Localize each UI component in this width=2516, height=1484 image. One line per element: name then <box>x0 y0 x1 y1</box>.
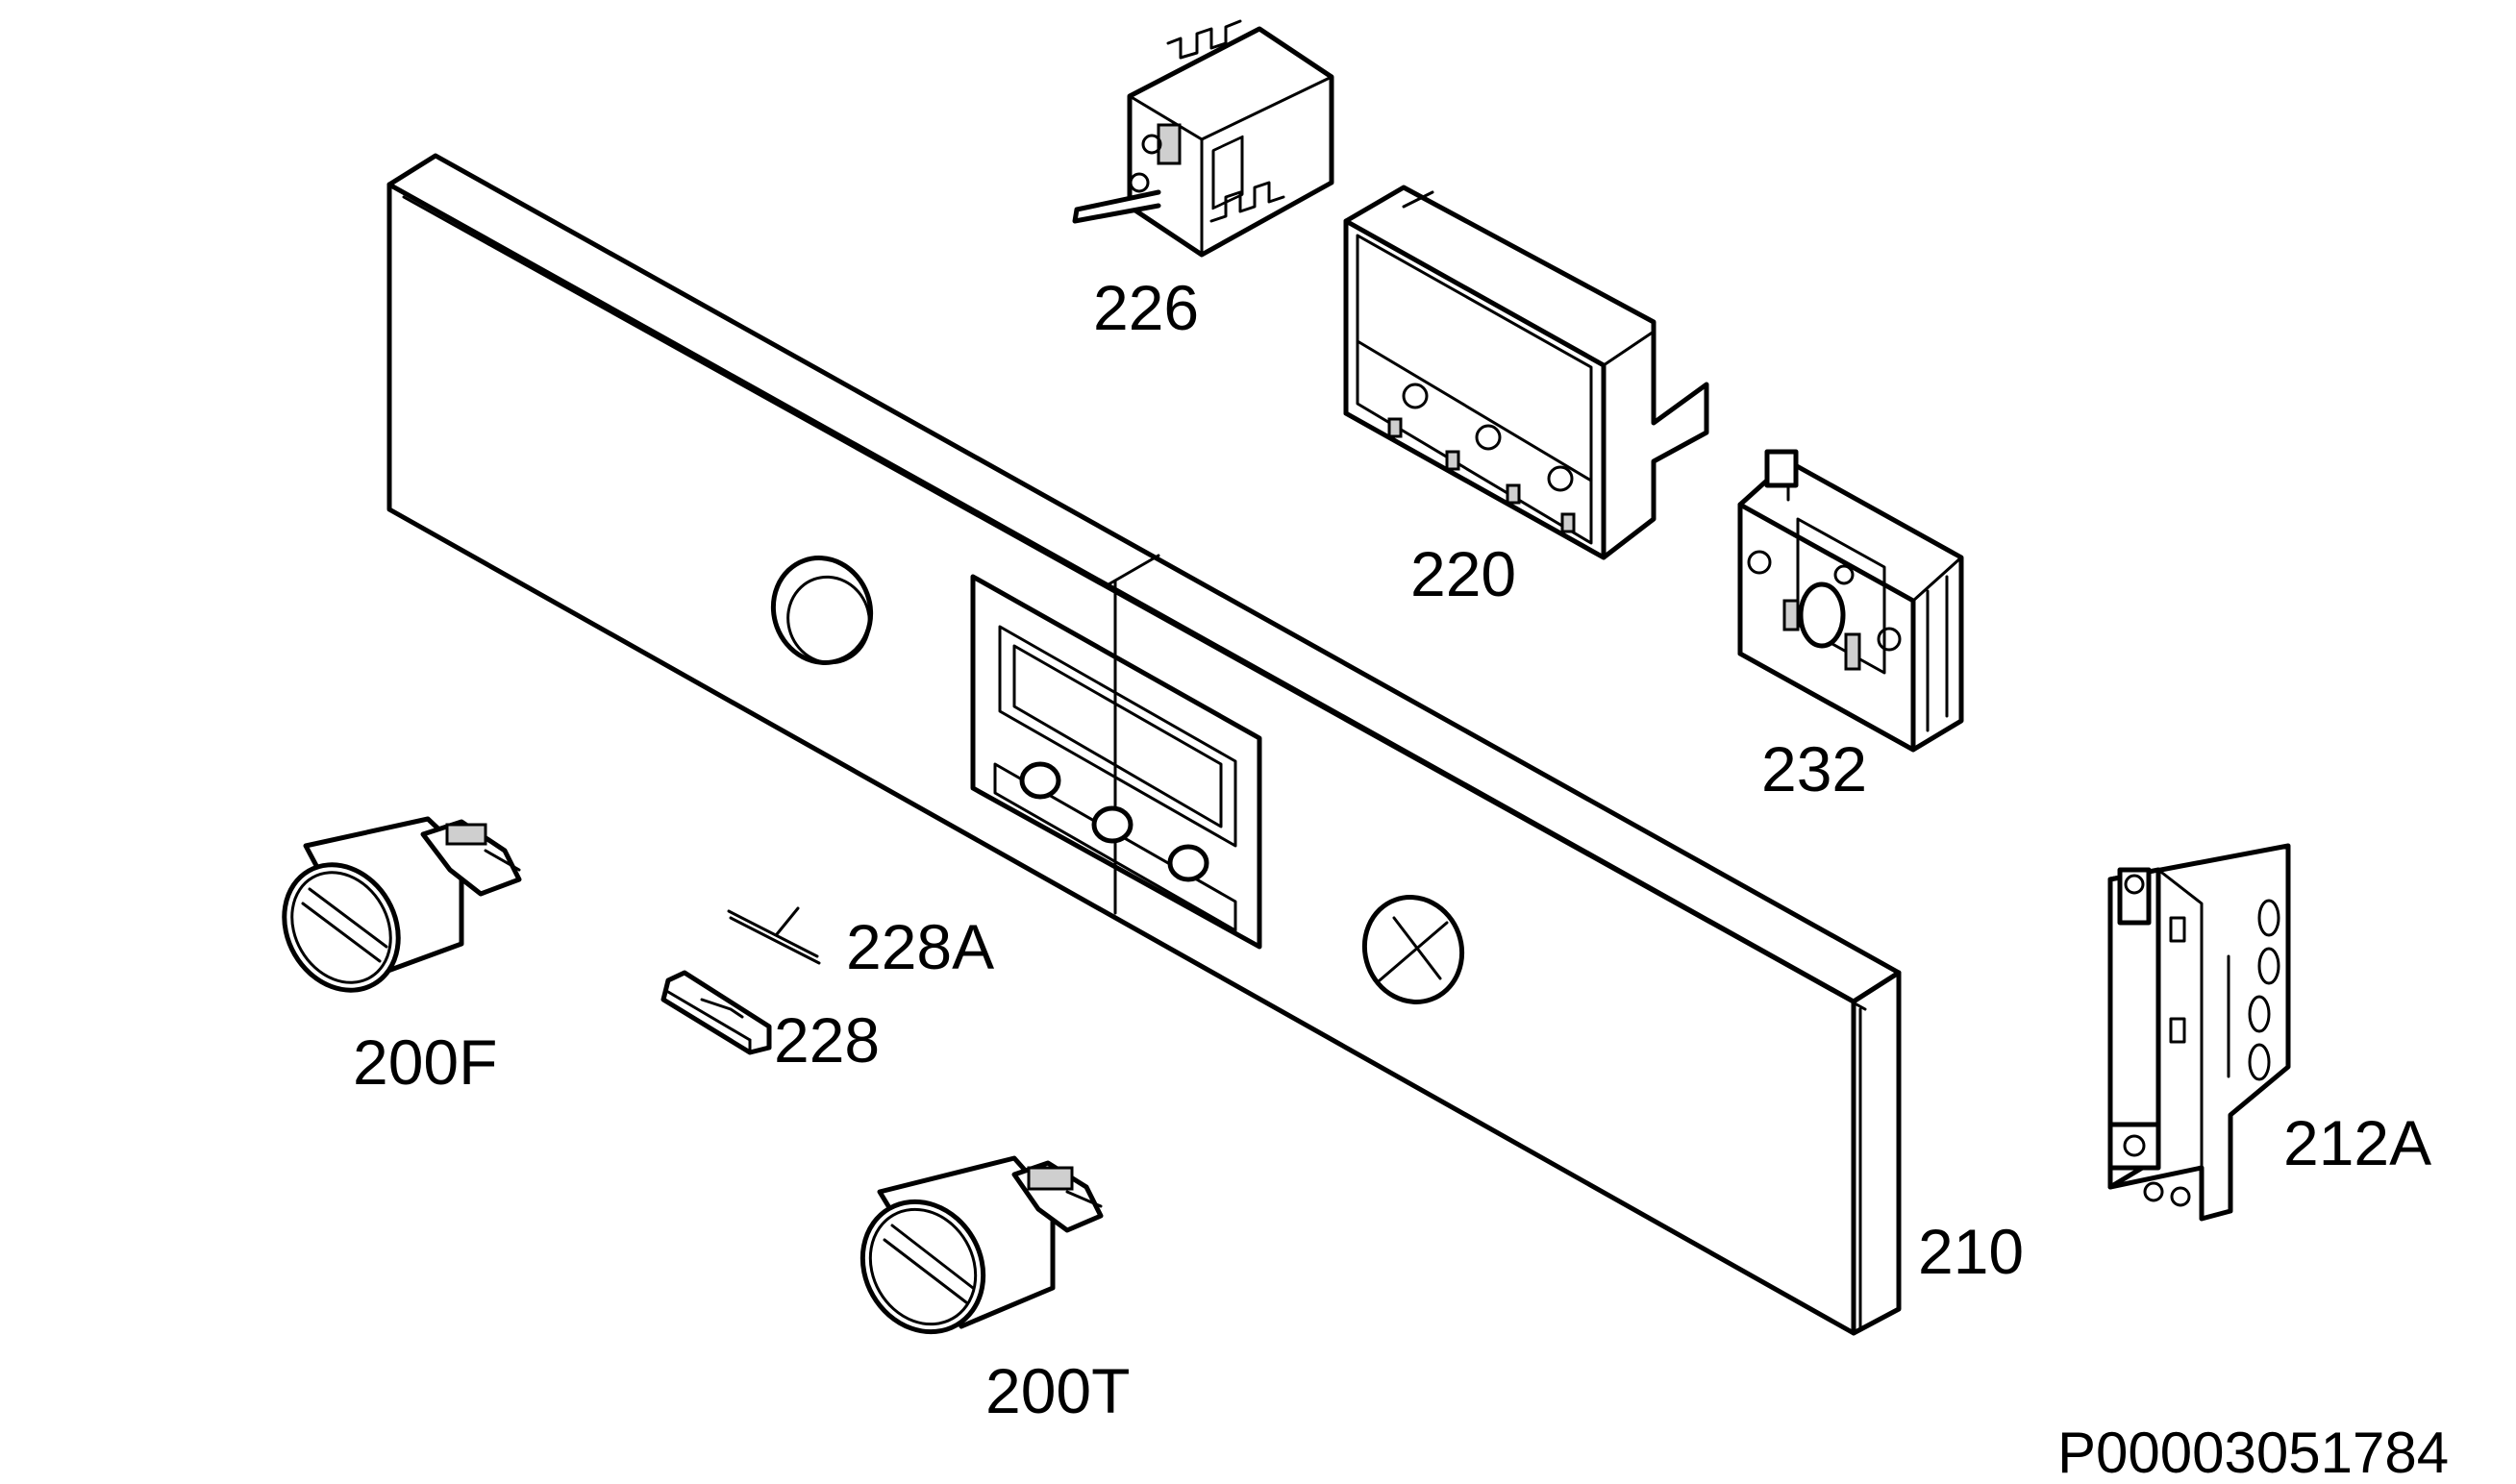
light-pipe-228[interactable] <box>660 970 772 1055</box>
label-212a: 212A <box>2283 1107 2431 1178</box>
bracket-212a[interactable] <box>2107 843 2291 1222</box>
label-200f: 200F <box>353 1026 497 1098</box>
knob-200t[interactable] <box>839 1155 1104 1354</box>
label-228a: 228A <box>846 911 994 982</box>
label-200t: 200T <box>985 1355 1130 1426</box>
label-226: 226 <box>1093 272 1199 343</box>
thermostat-232[interactable] <box>1737 449 1964 753</box>
thermostat-shaft <box>1798 581 1846 649</box>
selector-switch-226[interactable] <box>1072 19 1334 258</box>
display-button-2 <box>1091 805 1133 844</box>
label-232: 232 <box>1761 733 1867 804</box>
spring-228a[interactable] <box>727 906 821 965</box>
display-button-1 <box>1019 761 1061 800</box>
label-210: 210 <box>1918 1216 2024 1287</box>
label-228: 228 <box>774 1004 880 1076</box>
display-button-3 <box>1167 844 1209 882</box>
knob-200f[interactable] <box>262 816 522 1011</box>
control-panel-210[interactable] <box>386 153 1902 1336</box>
drawing-code: P00003051784 <box>2057 1421 2449 1484</box>
display-housing-220[interactable] <box>1343 185 1709 560</box>
label-220: 220 <box>1410 538 1516 609</box>
knob-hole-left <box>770 556 874 665</box>
